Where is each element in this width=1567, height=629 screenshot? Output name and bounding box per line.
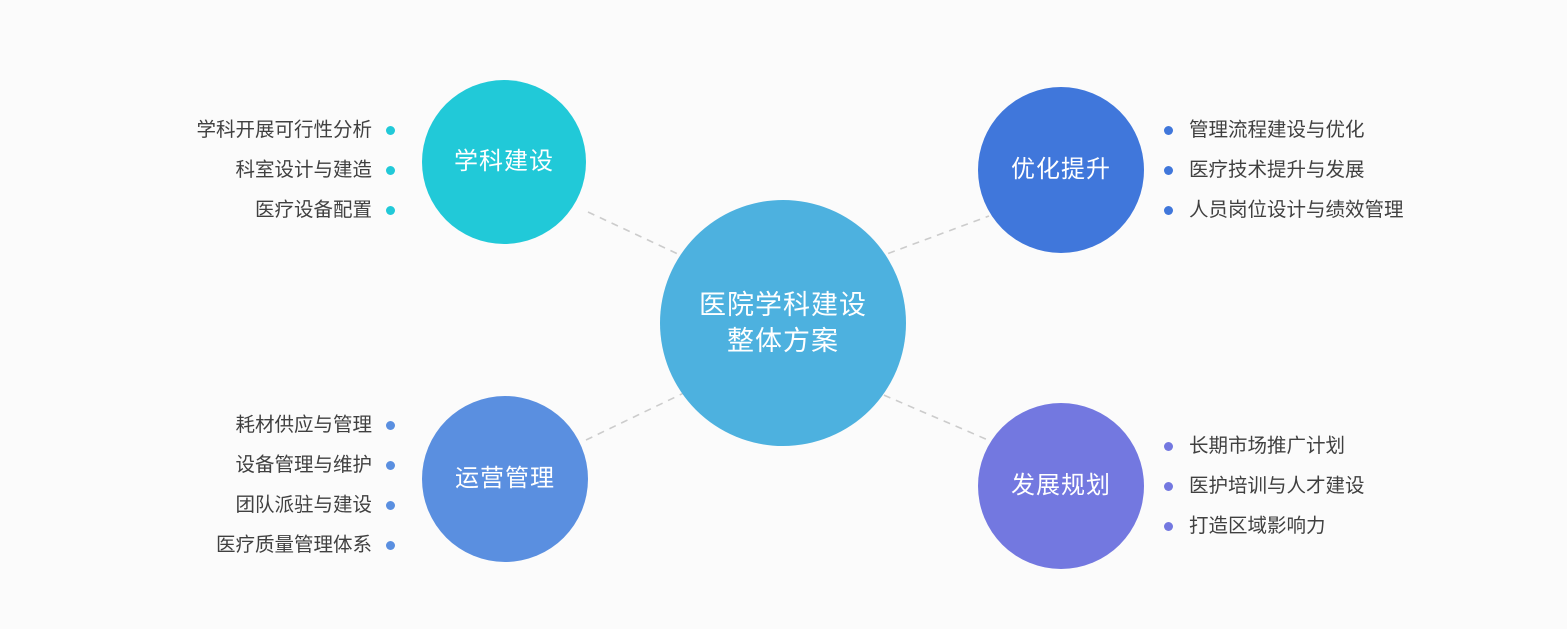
bullet-icon [386, 125, 395, 135]
connector-center-to-xueke [587, 211, 696, 263]
item-list-yunying-guanli: 耗材供应与管理 设备管理与维护 团队派驻与建设 医疗质量管理体系 [0, 405, 395, 565]
list-item[interactable]: 医疗设备配置 [0, 190, 395, 230]
list-item[interactable]: 长期市场推广计划 [1164, 426, 1365, 466]
list-item[interactable]: 学科开展可行性分析 [0, 110, 395, 150]
list-item[interactable]: 医疗技术提升与发展 [1164, 150, 1404, 190]
list-item[interactable]: 设备管理与维护 [0, 445, 395, 485]
item-list-xueke-jianshe: 学科开展可行性分析 科室设计与建造 医疗设备配置 [0, 110, 395, 230]
list-item-label: 长期市场推广计划 [1189, 435, 1346, 457]
list-item[interactable]: 科室设计与建造 [0, 150, 395, 190]
list-item-label: 团队派驻与建设 [235, 494, 372, 516]
list-item-label: 科室设计与建造 [235, 159, 372, 181]
list-item[interactable]: 医护培训与人才建设 [1164, 466, 1365, 506]
connector-center-to-yunying [585, 389, 691, 441]
list-item-label: 医疗质量管理体系 [215, 534, 372, 556]
list-item[interactable]: 团队派驻与建设 [0, 485, 395, 525]
bullet-icon [386, 500, 395, 510]
connector-center-to-fazhan [871, 389, 989, 441]
list-item[interactable]: 耗材供应与管理 [0, 405, 395, 445]
bullet-icon [386, 460, 395, 470]
list-item[interactable]: 管理流程建设与优化 [1164, 110, 1404, 150]
connector-center-to-youhua [875, 215, 990, 259]
list-item-label: 医疗设备配置 [254, 199, 372, 221]
item-list-youhua-tisheng: 管理流程建设与优化 医疗技术提升与发展 人员岗位设计与绩效管理 [1164, 110, 1404, 230]
center-node[interactable]: 医院学科建设 整体方案 [660, 200, 906, 446]
bullet-icon [386, 205, 395, 215]
list-item-label: 学科开展可行性分析 [196, 119, 372, 141]
bullet-icon [1164, 205, 1173, 215]
item-list-fazhan-guihua: 长期市场推广计划 医护培训与人才建设 打造区域影响力 [1164, 426, 1365, 546]
bullet-icon [386, 420, 395, 430]
branch-node-yunying-guanli[interactable]: 运营管理 [422, 396, 588, 562]
list-item-label: 打造区域影响力 [1189, 515, 1326, 537]
list-item-label: 管理流程建设与优化 [1189, 119, 1365, 141]
list-item-label: 医疗技术提升与发展 [1189, 159, 1365, 181]
bullet-icon [386, 165, 395, 175]
bullet-icon [386, 540, 395, 550]
branch-node-xueke-jianshe[interactable]: 学科建设 [422, 80, 586, 244]
branch-node-youhua-tisheng[interactable]: 优化提升 [978, 87, 1144, 253]
list-item-label: 设备管理与维护 [235, 454, 372, 476]
list-item[interactable]: 打造区域影响力 [1164, 506, 1365, 546]
branch-node-fazhan-guihua[interactable]: 发展规划 [978, 403, 1144, 569]
list-item-label: 耗材供应与管理 [235, 414, 372, 436]
bullet-icon [1164, 481, 1173, 491]
bullet-icon [1164, 165, 1173, 175]
center-node-label: 医院学科建设 整体方案 [699, 289, 867, 356]
branch-node-label: 优化提升 [1011, 155, 1111, 183]
list-item[interactable]: 人员岗位设计与绩效管理 [1164, 190, 1404, 230]
branch-node-label: 发展规划 [1011, 471, 1111, 499]
list-item[interactable]: 医疗质量管理体系 [0, 525, 395, 565]
branch-node-label: 运营管理 [455, 464, 555, 492]
bullet-icon [1164, 125, 1173, 135]
list-item-label: 人员岗位设计与绩效管理 [1189, 199, 1404, 221]
branch-node-label: 学科建设 [454, 147, 554, 175]
list-item-label: 医护培训与人才建设 [1189, 475, 1365, 497]
bullet-icon [1164, 441, 1173, 451]
bullet-icon [1164, 521, 1173, 531]
